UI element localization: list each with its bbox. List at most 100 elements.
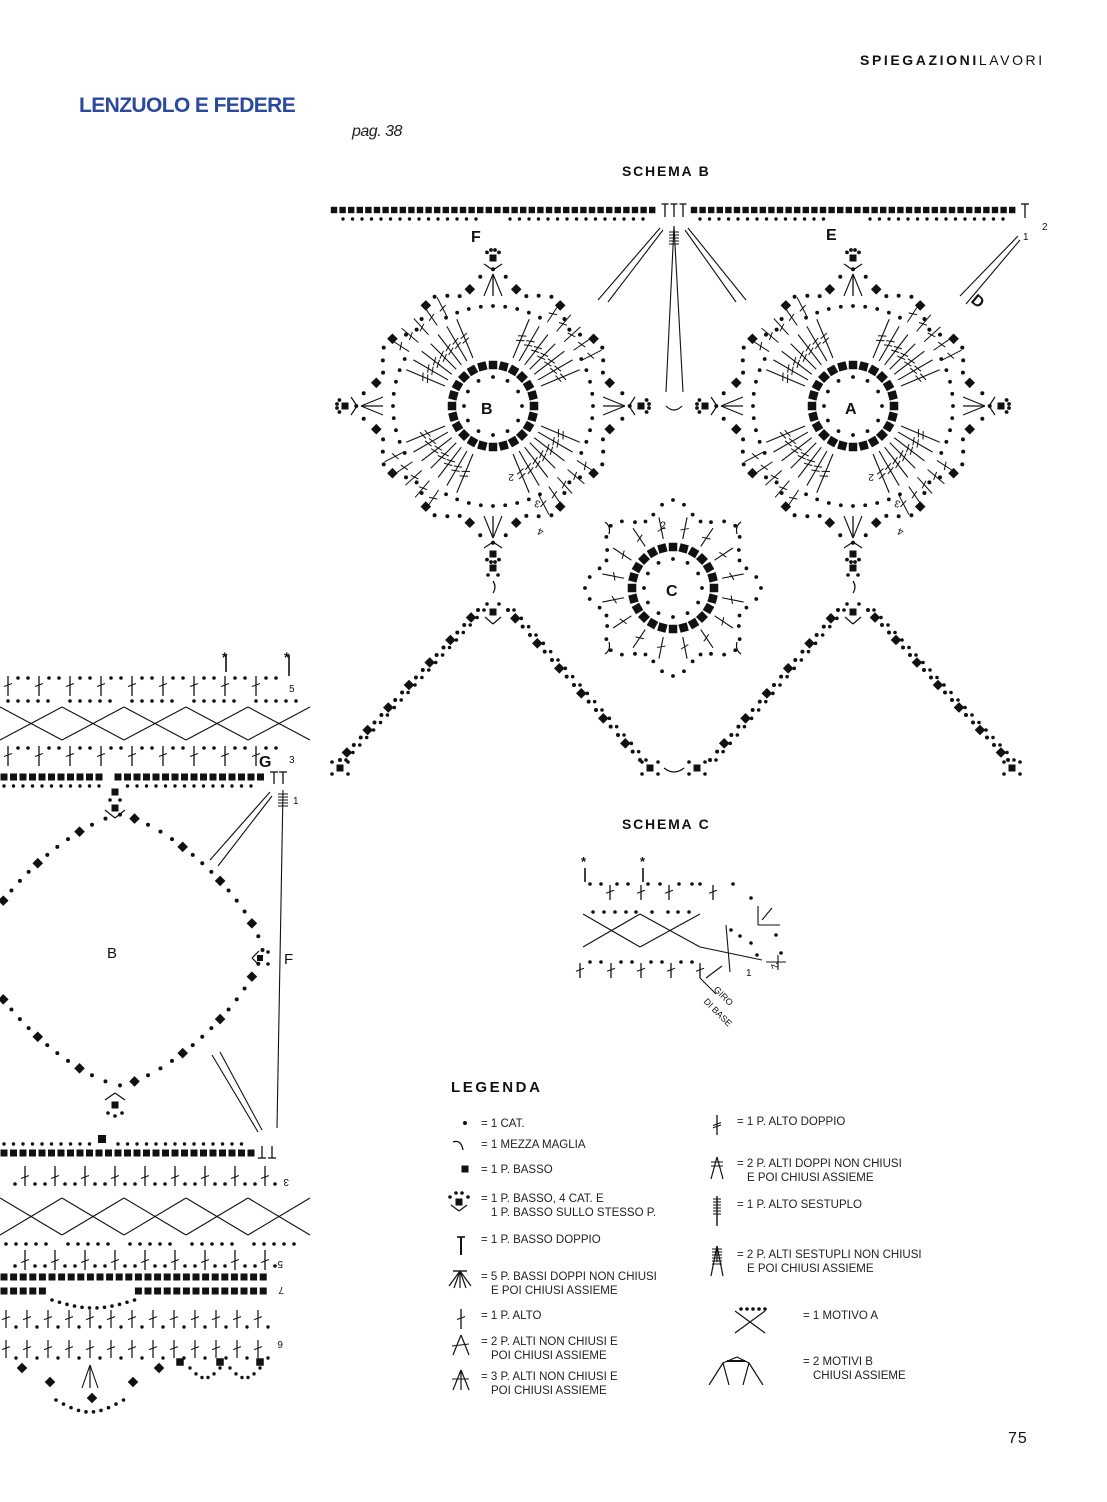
- single-crochet-mark: [403, 679, 415, 691]
- stitch-post: [790, 343, 817, 370]
- chain-dot: [203, 1325, 207, 1329]
- stitch-crossbar: [427, 364, 430, 373]
- chain-dot: [88, 746, 92, 750]
- stitch-crossbar: [933, 471, 938, 481]
- single-crochet-mark: [983, 206, 990, 214]
- chain-dot: [109, 746, 113, 750]
- single-crochet-mark: [678, 543, 689, 554]
- chain-dot: [475, 615, 479, 620]
- chain-dot: [622, 217, 626, 221]
- stitch-crossbar: [549, 446, 554, 456]
- chain-dot: [43, 1182, 47, 1186]
- legend-line-2: E POI CHIUSI ASSIEME: [747, 1172, 874, 1184]
- chain-dot: [242, 986, 247, 991]
- chain-dot: [441, 645, 446, 650]
- chain-dot: [717, 217, 721, 221]
- stitch-crossbar: [127, 683, 137, 687]
- picot-v: [844, 616, 854, 625]
- single-crochet-mark: [420, 501, 432, 512]
- stitch-crossbar: [158, 753, 168, 757]
- chain-dot: [154, 784, 158, 788]
- stitch-post: [781, 437, 813, 462]
- chain-dot: [556, 658, 560, 662]
- picot-v: [450, 1204, 460, 1212]
- chain-dot: [630, 749, 635, 754]
- cluster-post: [360, 405, 384, 416]
- three-dc-cluster-icon: [452, 1369, 470, 1391]
- stitch-crossbar: [50, 1175, 60, 1179]
- stitch-crossbar: [3, 753, 13, 757]
- crossed-stitch: [639, 913, 701, 948]
- stitch-post: [721, 573, 744, 579]
- single-crochet-mark: [702, 602, 715, 615]
- single-crochet-mark: [678, 622, 689, 633]
- single-crochet-mark: [687, 617, 700, 630]
- chain-dot: [907, 645, 911, 650]
- chain-dot: [591, 910, 595, 914]
- single-crochet-mark: [0, 1273, 8, 1281]
- chain-dot: [751, 391, 756, 396]
- stitch-post: [878, 450, 900, 486]
- stitch-post: [761, 327, 779, 343]
- chain-dot: [708, 758, 712, 762]
- sextuple-treble-icon: [713, 1196, 721, 1226]
- stitch-crossbar: [34, 753, 44, 757]
- chain-dot: [584, 217, 588, 221]
- stitch-crossbar: [399, 341, 403, 351]
- chain-dot: [394, 379, 398, 384]
- single-crochet-mark: [485, 206, 492, 214]
- chain-dot: [266, 1325, 270, 1329]
- chain-dot: [555, 217, 560, 221]
- stitch-crossbar: [50, 1259, 60, 1263]
- chain-dot: [346, 772, 350, 776]
- single-crochet-mark: [228, 1149, 236, 1157]
- chain-dot: [78, 676, 82, 680]
- single-crochet-mark: [134, 1287, 142, 1295]
- chain-dot: [200, 1242, 204, 1246]
- chain-dot: [666, 910, 670, 914]
- single-crochet-mark: [807, 401, 817, 411]
- chain-dot: [660, 960, 664, 964]
- stitch-crossbar: [797, 455, 806, 460]
- stitch-post: [816, 453, 834, 493]
- slip-stitch-arc: [604, 641, 611, 655]
- chain-dot: [380, 449, 385, 454]
- chain-dot: [608, 523, 613, 528]
- chain-dot: [534, 633, 538, 637]
- schema-c-row-1: 1: [746, 968, 752, 979]
- chain-dot: [600, 370, 605, 375]
- single-crochet-mark: [250, 1273, 258, 1281]
- chain-dot: [728, 741, 733, 746]
- chain-dot: [922, 668, 926, 672]
- single-crochet-mark: [341, 402, 349, 410]
- single-crochet-mark: [221, 1287, 229, 1295]
- chain-dot: [148, 1242, 152, 1246]
- stitch-crossbar: [814, 341, 821, 350]
- chain-dot: [759, 586, 763, 590]
- chain-dot: [341, 217, 345, 221]
- single-crochet-mark: [888, 206, 895, 214]
- chain-dot: [793, 217, 797, 221]
- stitch-crossbar: [899, 450, 904, 459]
- legend-line-1: = 2 P. ALTI SESTUPLI NON CHIUSI: [737, 1249, 922, 1261]
- chain-dot: [398, 217, 402, 221]
- chain-dot: [485, 250, 489, 255]
- single-crochet-mark: [1009, 206, 1016, 214]
- slip-stitch-arc: [852, 580, 856, 594]
- stitch-crossbar: [140, 1259, 150, 1263]
- stitch-crossbar: [919, 373, 927, 381]
- chain-dot: [491, 540, 495, 545]
- stitch-crossbar: [779, 323, 785, 332]
- stitch-crossbar: [533, 345, 543, 350]
- chain-dot: [103, 1182, 107, 1186]
- chain-dot: [698, 882, 702, 886]
- chain-dot: [538, 315, 542, 320]
- chain-dot: [212, 1372, 216, 1376]
- single-crochet-mark: [953, 702, 965, 713]
- stitch-post: [744, 451, 765, 463]
- chain-dot: [497, 250, 501, 255]
- chain-dot: [150, 676, 154, 680]
- stitch-post: [714, 547, 734, 561]
- chain-dot: [520, 404, 524, 408]
